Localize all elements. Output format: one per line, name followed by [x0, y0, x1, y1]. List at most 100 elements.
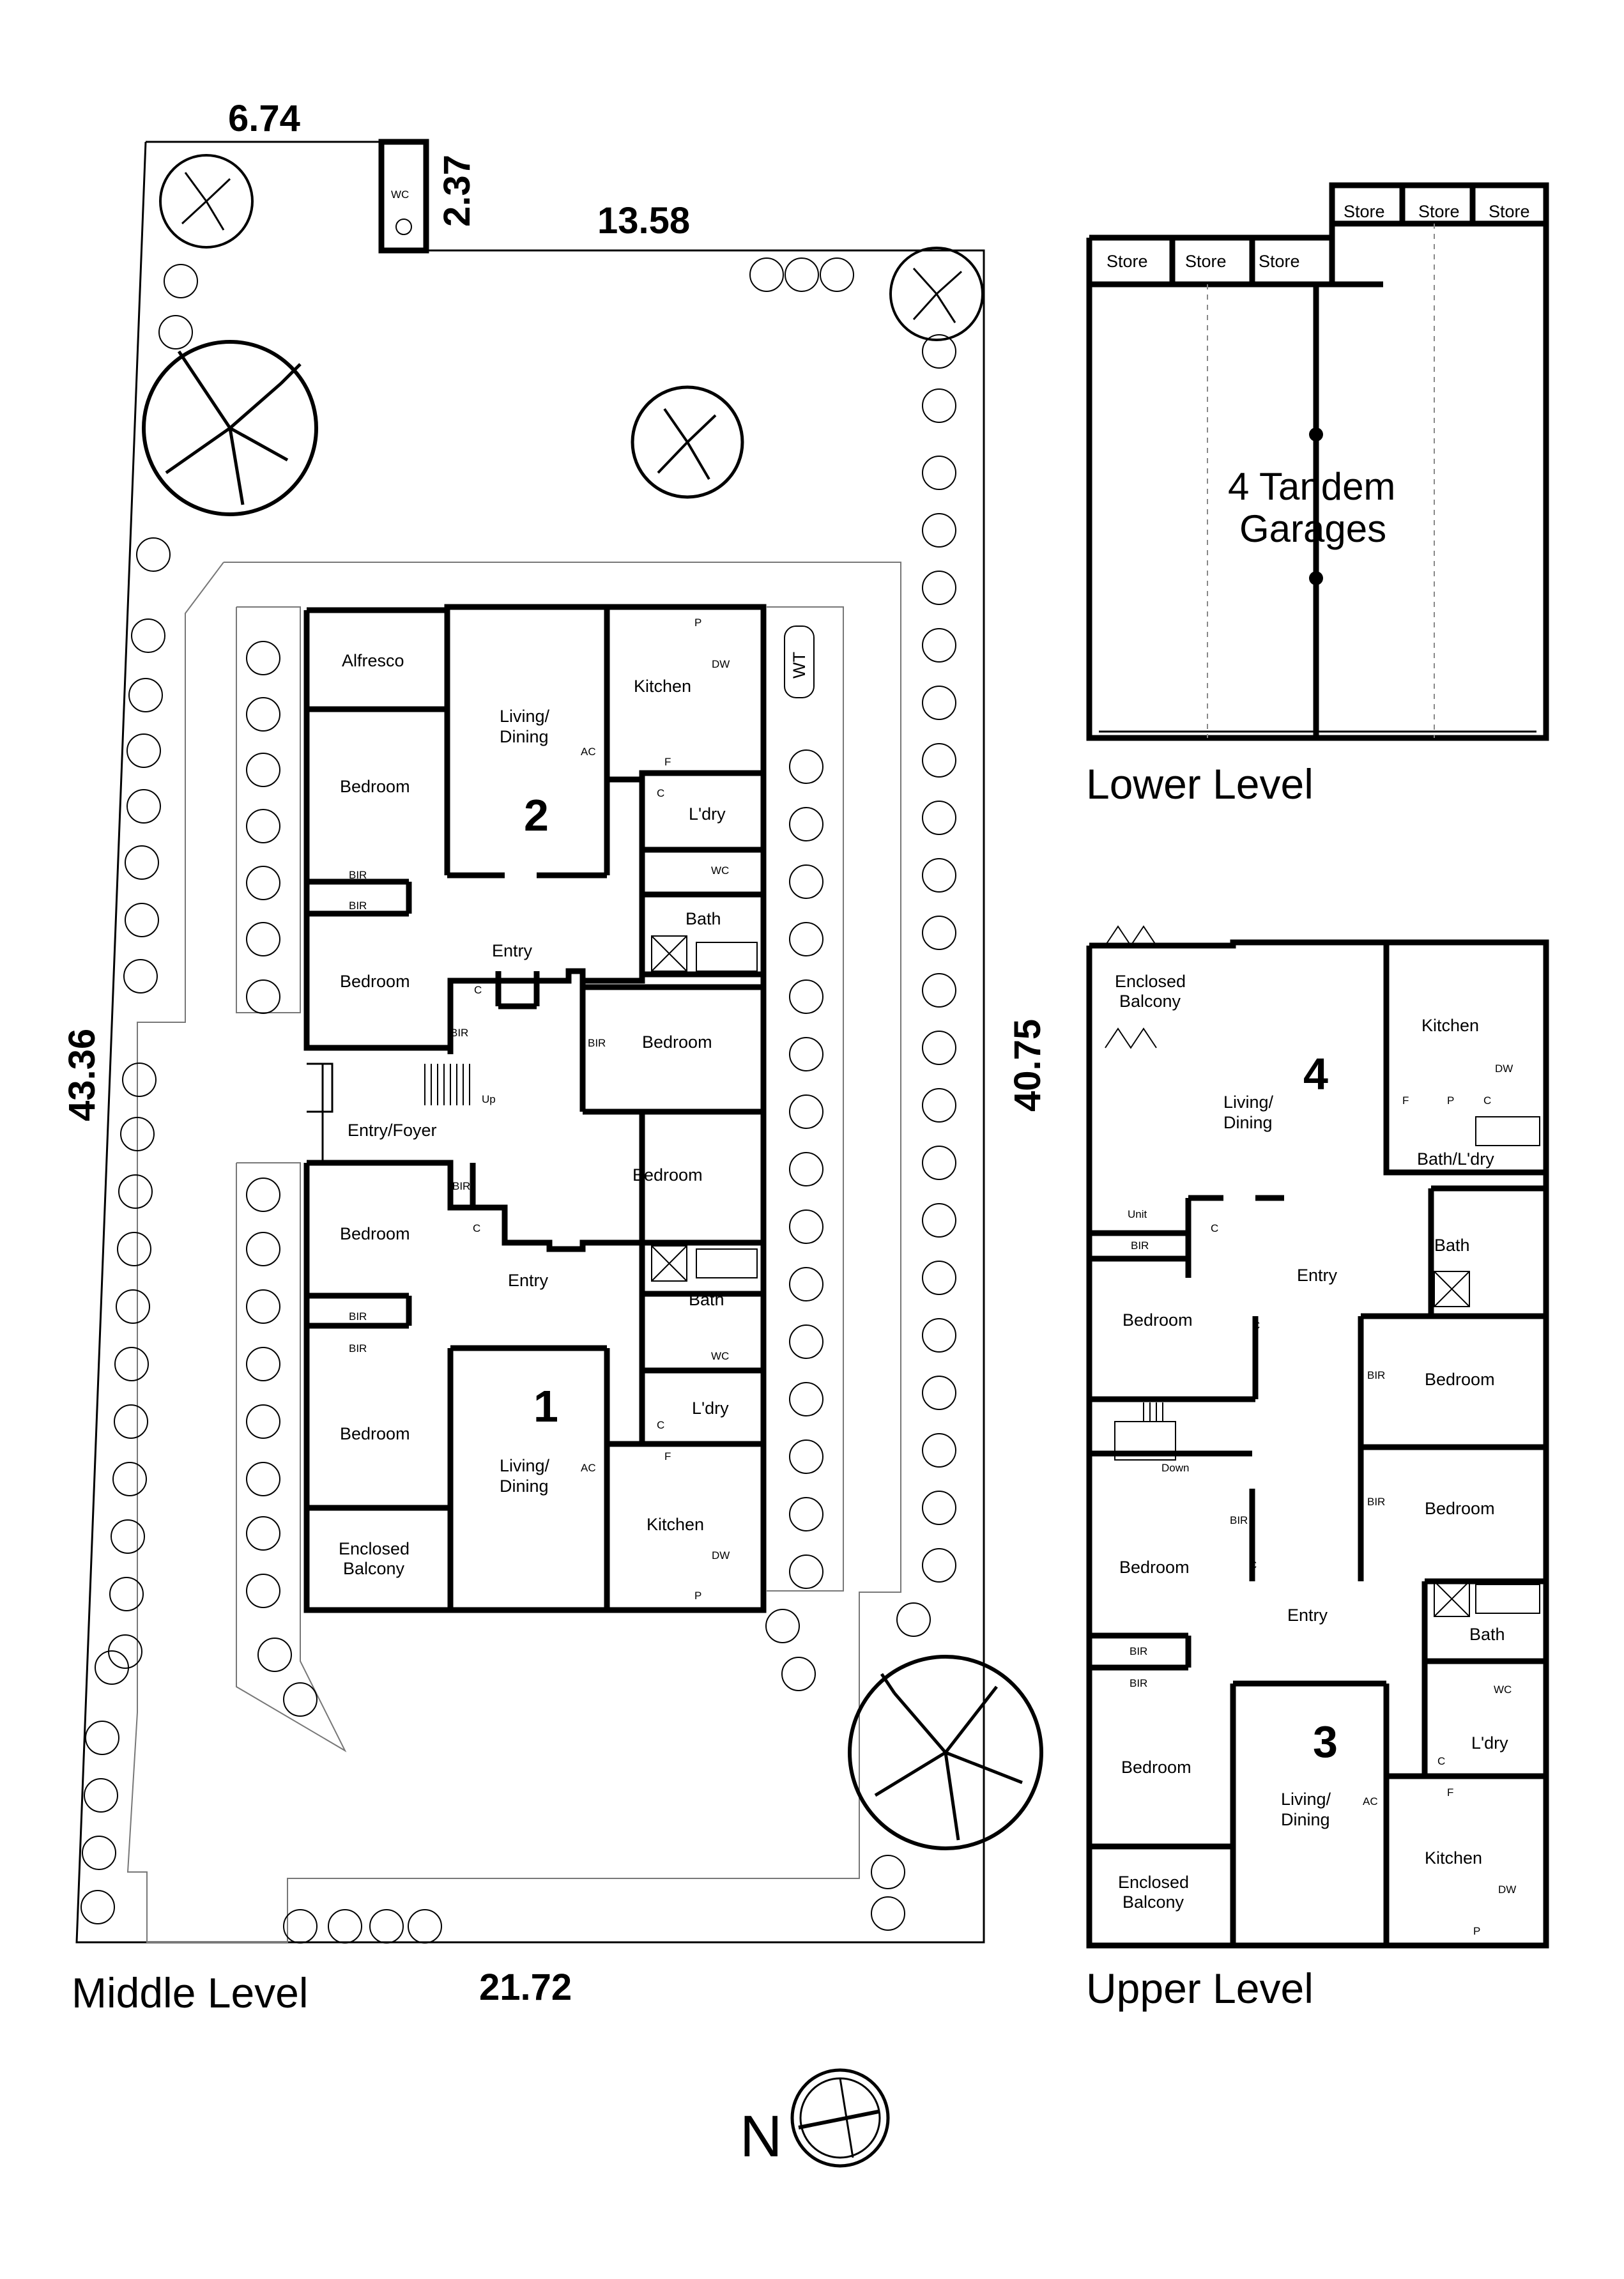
- room-enclosed-balcony-1-l1: Enclosed: [339, 1539, 410, 1558]
- room-bedroom-4b: Bedroom: [1425, 1370, 1495, 1389]
- room-enclosed-balcony-3-l1: Enclosed: [1118, 1873, 1189, 1892]
- tandem-garages-l2: Garages: [1239, 507, 1386, 550]
- wc-toilet-icon: [395, 219, 412, 235]
- fixture-dw-1: DW: [712, 1549, 730, 1562]
- room-living-dining-3-l2: Dining: [1281, 1810, 1330, 1829]
- fixture-dw-3: DW: [1498, 1884, 1516, 1896]
- stairs-up-label: Up: [482, 1093, 496, 1105]
- room-alfresco: Alfresco: [342, 651, 404, 670]
- room-living-dining-2-l1: Living/: [500, 707, 550, 726]
- bir-2b: BIR: [349, 900, 367, 912]
- tree-large-icon: [142, 340, 318, 516]
- room-entry-foyer: Entry/Foyer: [348, 1121, 437, 1140]
- water-tank: [784, 625, 815, 698]
- building-middle: [303, 604, 815, 1613]
- fixture-cupboard-1: C: [473, 1222, 480, 1234]
- unit-number-3: 3: [1313, 1717, 1338, 1767]
- room-living-dining-4-l1: Living/: [1223, 1093, 1274, 1112]
- room-living-dining-1-l2: Dining: [500, 1477, 549, 1496]
- room-bedroom-4a: Bedroom: [1122, 1310, 1193, 1330]
- room-living-dining-3: Living/Dining: [1281, 1790, 1331, 1829]
- fixture-cupboard-2: C: [657, 787, 664, 799]
- wc-outbuilding: [378, 139, 429, 254]
- room-enclosed-balcony-3-l2: Balcony: [1122, 1892, 1184, 1912]
- stairs-down-icon: [1114, 1402, 1176, 1461]
- room-bath-3: Bath: [1469, 1625, 1505, 1644]
- shower-icon: [651, 1245, 687, 1282]
- fixture-cupboard-4a: C: [1483, 1094, 1491, 1107]
- fixture-dw-4: DW: [1495, 1063, 1513, 1075]
- fixture-fridge-1: F: [664, 1450, 671, 1462]
- bir-1a: BIR: [452, 1180, 470, 1192]
- fixture-cupboard-4c: C: [1252, 1319, 1260, 1331]
- upper-level: [1086, 925, 1549, 1949]
- unit-number-4: 4: [1303, 1049, 1328, 1099]
- fixture-cupboard-2b: C: [474, 984, 482, 996]
- shower-icon: [651, 935, 687, 972]
- unit-label: Unit: [1128, 1208, 1147, 1220]
- bir-2c: BIR: [588, 1037, 606, 1049]
- bir-2d: BIR: [450, 1027, 468, 1039]
- fixture-dw-2: DW: [712, 658, 730, 670]
- dimension-wc-side: 2.37: [436, 155, 478, 227]
- fixture-pantry-3: P: [1473, 1925, 1480, 1937]
- garden-bed-left-bottom: [236, 1162, 347, 1753]
- unit-number-2: 2: [524, 790, 549, 840]
- room-bath-2: Bath: [686, 909, 721, 928]
- bifold-door-icon: [1105, 925, 1157, 947]
- room-bedroom-1b: Bedroom: [340, 1424, 410, 1443]
- room-bath-ldry-4: Bath/L'dry: [1417, 1149, 1494, 1169]
- room-kitchen-3: Kitchen: [1425, 1848, 1482, 1868]
- bifold-door-icon: [1105, 1027, 1157, 1049]
- bir-3c: BIR: [1130, 1645, 1147, 1657]
- middle-level: [75, 139, 1043, 1944]
- lower-level: [1086, 182, 1549, 741]
- bir-4b: BIR: [1367, 1369, 1385, 1381]
- post-icon: [1309, 427, 1323, 441]
- store-4: Store: [1344, 202, 1385, 221]
- bir-1b: BIR: [349, 1310, 367, 1323]
- shrub-row-left-inner: [246, 641, 318, 1717]
- room-bedroom-2b: Bedroom: [340, 972, 410, 991]
- room-kitchen-2: Kitchen: [634, 677, 691, 696]
- room-enclosed-balcony-4-l2: Balcony: [1119, 992, 1181, 1011]
- room-entry-3: Entry: [1287, 1606, 1328, 1625]
- garden-bed-left-top: [236, 606, 301, 1013]
- room-ldry-3: L'dry: [1471, 1733, 1508, 1753]
- room-enclosed-balcony-4-l1: Enclosed: [1115, 972, 1186, 991]
- tree-medium-icon: [631, 385, 744, 499]
- level-title-lower: Lower Level: [1086, 760, 1314, 808]
- store-3: Store: [1259, 252, 1300, 271]
- bir-4a: BIR: [1131, 1239, 1149, 1252]
- fixture-cupboard-3a: C: [1249, 1559, 1257, 1571]
- room-kitchen-4: Kitchen: [1421, 1016, 1479, 1035]
- shower-icon: [1434, 1581, 1470, 1617]
- driveway-outline: [126, 562, 901, 1943]
- dimension-left-side: 43.36: [61, 1029, 103, 1121]
- dimension-right-side: 40.75: [1007, 1019, 1048, 1112]
- fixture-wc-2: WC: [711, 864, 729, 877]
- room-kitchen-1: Kitchen: [647, 1515, 704, 1534]
- dimension-top-left: 6.74: [228, 98, 300, 139]
- room-living-dining-1-l1: Living/: [500, 1456, 550, 1475]
- room-living-dining-4: Living/Dining: [1223, 1093, 1274, 1132]
- room-living-dining-3-l1: Living/: [1281, 1790, 1331, 1809]
- fixture-fridge-3: F: [1447, 1786, 1453, 1799]
- level-title-middle: Middle Level: [72, 1969, 309, 2016]
- room-entry-2: Entry: [492, 941, 533, 960]
- room-wc-outbuilding: WC: [391, 188, 409, 201]
- store-1: Store: [1107, 252, 1148, 271]
- fixture-wc-3: WC: [1494, 1684, 1512, 1696]
- room-bath-4: Bath: [1434, 1236, 1470, 1255]
- north-compass-icon: [790, 2068, 890, 2168]
- site-boundary: [75, 141, 985, 1944]
- fixture-ac-3: AC: [1363, 1795, 1378, 1807]
- fixture-ac-2: AC: [581, 746, 596, 758]
- bir-3a: BIR: [1367, 1496, 1385, 1508]
- bir-2a: BIR: [349, 869, 367, 881]
- store-2: Store: [1185, 252, 1227, 271]
